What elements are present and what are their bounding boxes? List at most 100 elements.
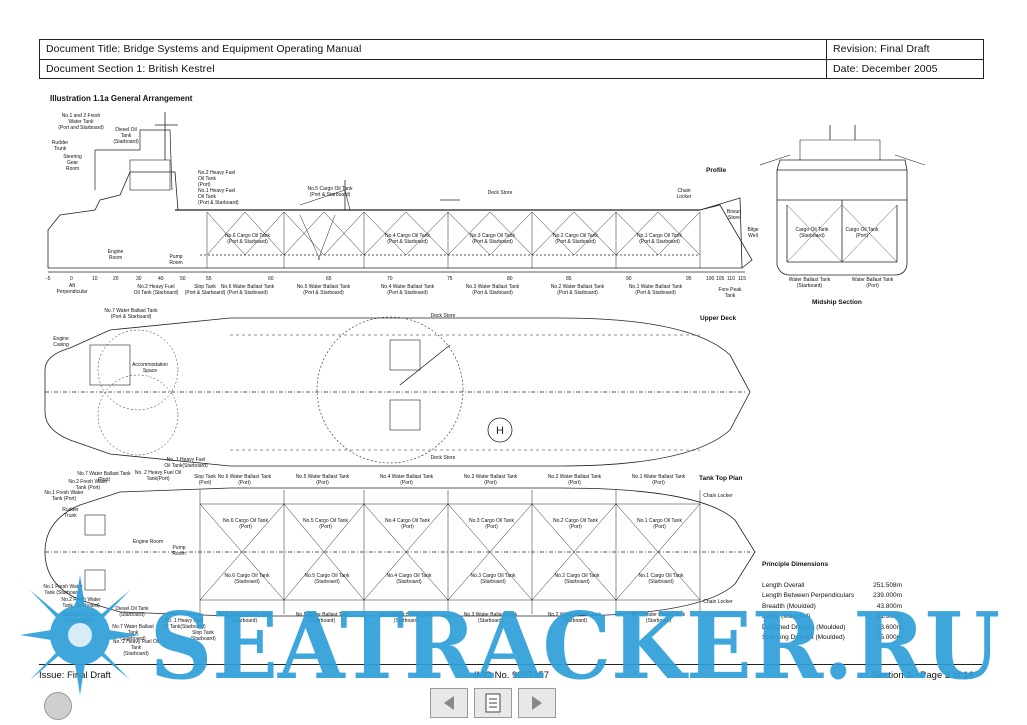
label-bilge-well: Bilge Well	[747, 227, 759, 239]
dimension-label: Depth (Moulded)	[762, 613, 811, 621]
label-hfo1-stbd-deck: No. 1 Heavy Fuel Oil Tank(Starboard)	[164, 457, 208, 469]
label-aft-perpendicular: Aft Perpendicular	[56, 283, 88, 295]
page-view-button[interactable]	[474, 688, 512, 718]
label-tt-chain-locker-bottom: Chain Locker	[703, 599, 733, 605]
label-engine-casing: Engine Casing	[53, 336, 69, 348]
dimension-value: 251.508m	[873, 582, 902, 589]
frame-number: 0	[70, 276, 73, 282]
label-tt-fw1-stbd: No.1 Fresh Water Tank (Starboard)	[43, 584, 83, 596]
header-left: Document Title: Bridge Systems and Equip…	[40, 40, 827, 78]
profile-title: Profile	[706, 167, 727, 174]
frame-number: 85	[566, 276, 572, 282]
frame-number: 80	[507, 276, 513, 282]
label-tt-cot1-port: No.1 Cargo Oil Tank (Port)	[637, 518, 682, 530]
label-tt-hfo2-stbd: No. 2 Heavy Fuel Oil Tank (Starboard)	[112, 639, 160, 657]
label-deck-store-lower: Deck Store	[430, 455, 456, 461]
dimension-value: 239.000m	[873, 592, 902, 600]
footer-page: Section 1 - Page 2 of 16	[872, 670, 974, 681]
dimension-label: Breadth (Moulded)	[762, 602, 816, 610]
footer-imo: IMO No. 9297357	[474, 670, 549, 681]
frame-number: 60	[268, 276, 274, 282]
frame-number: 65	[326, 276, 332, 282]
label-tt-slop-port: Slop Tank (Port)	[194, 474, 216, 486]
label-cargo-tank-5-top: No.5 Cargo Oil Tank (Port & Starboard)	[307, 186, 353, 198]
label-tt-cot4-stbd: No.4 Cargo Oil Tank (Starboard)	[386, 573, 432, 585]
upper-deck-view	[44, 316, 751, 467]
profile-view	[47, 112, 753, 273]
label-tt-wbt3-port: No.3 Water Ballast Tank (Port)	[463, 474, 518, 486]
label-tt-cot5-stbd: No.5 Cargo Oil Tank (Starboard)	[304, 573, 350, 585]
frame-number: 100	[706, 276, 715, 282]
dimension-value: 21.300m	[876, 613, 902, 621]
label-midship-cot-stbd: Cargo Oil Tank (Starboard)	[795, 227, 829, 239]
next-page-button[interactable]	[518, 688, 556, 718]
label-diesel-oil-tank: Diesel Oil Tank (Starboard)	[113, 127, 139, 145]
label-tt-rudder-trunk: Rudder Trunk	[62, 507, 79, 519]
label-steering-gear-room: Steering Gear Room	[63, 154, 82, 172]
label-cargo-tank-3: No.3 Cargo Oil Tank (Port & Starboard)	[470, 233, 515, 245]
label-tt-engine-room: Engine Room	[132, 539, 164, 545]
label-hfo2-stbd: No.2 Heavy Fuel Oil Tank (Starboard)	[133, 284, 179, 296]
label-wb-tank-3: No.3 Water Ballast Tank (Port & Starboar…	[465, 284, 520, 296]
revision: Revision: Final Draft	[827, 40, 983, 60]
label-tt-fw2-port: No.2 Fresh Water Tank (Port)	[68, 479, 108, 491]
label-hfo1: No.1 Heavy Fuel Oil Tank (Port & Starboa…	[198, 188, 239, 206]
footer-issue: Issue: Final Draft	[39, 670, 111, 681]
dimension-label: Scantling Draught (Moulded)	[762, 633, 845, 641]
label-tt-cot5-port: No.5 Cargo Oil Tank (Port)	[303, 518, 348, 530]
document-title: Document Title: Bridge Systems and Equip…	[40, 40, 826, 60]
dimension-row: Breadth (Moulded)43.800m	[762, 602, 902, 612]
frame-number: 115	[738, 276, 746, 282]
frame-number: 90	[626, 276, 632, 282]
illustration-title: Illustration 1.1a General Arrangement	[50, 94, 193, 103]
label-cargo-tank-6: No.6 Cargo Oil Tank (Port & Starboard)	[225, 233, 270, 245]
label-cargo-tank-1: No.1 Cargo Oil Tank (Port & Starboard)	[637, 233, 682, 245]
frame-number: 20	[113, 276, 119, 282]
dimension-label: Designed Draught (Moulded)	[762, 623, 846, 631]
label-tt-cot2-stbd: No.2 Cargo Oil Tank (Starboard)	[554, 573, 600, 585]
frame-number: 10	[92, 276, 98, 282]
label-pump-room: Pump Room	[169, 254, 183, 266]
label-cargo-tank-4: No.4 Cargo Oil Tank (Port & Starboard)	[385, 233, 430, 245]
label-wb-tank-5: No.5 Water Ballast Tank (Port & Starboar…	[296, 284, 351, 296]
label-tt-pump-room: Pump Room	[172, 545, 186, 557]
label-tt-emergency-fire-pump: Emergency Fire Pump Space	[62, 612, 98, 624]
dimension-value: 15.000m	[876, 633, 902, 641]
document-section: Document Section 1: British Kestrel	[46, 63, 215, 75]
triangle-right-icon	[532, 696, 542, 710]
label-tt-diesel-oil-stbd: Diesel Oil Tank (Starboard)	[115, 606, 149, 618]
label-deck-store-upper: Deck Store	[430, 313, 456, 319]
label-chain-locker: Chain Locker	[676, 188, 692, 200]
tank-top-plan-view	[44, 487, 756, 617]
label-wb-tank-6: No.6 Water Ballast Tank (Port & Starboar…	[220, 284, 275, 296]
midship-section-view	[759, 125, 926, 276]
frame-number: -5	[46, 276, 51, 282]
header-right: Revision: Final Draft Date: December 200…	[827, 40, 983, 78]
label-tt-cot3-port: No.3 Cargo Oil Tank (Port)	[469, 518, 514, 530]
frame-number: 40	[158, 276, 164, 282]
triangle-left-icon	[444, 696, 454, 710]
label-wb-tank-2: No.2 Water Ballast Tank (Port & Starboar…	[550, 284, 605, 296]
frame-number: 30	[136, 276, 142, 282]
label-tt-cot6-stbd: No.6 Cargo Oil Tank (Starboard)	[224, 573, 270, 585]
label-tt-wbt2-stbd: No.2 Water Ballast Tank (Starboard)	[547, 612, 602, 624]
label-hfo2-port: No.2 Heavy Fuel Oil Tank (Port)	[198, 170, 236, 188]
previous-page-button[interactable]	[430, 688, 468, 718]
viewer-menu-button[interactable]	[44, 692, 72, 720]
label-midship-cot-port: Cargo Oil Tank (Port)	[845, 227, 879, 239]
label-fresh-water-tanks: No.1 and 2 Fresh Water Tank (Port and St…	[58, 113, 104, 131]
label-slop-tank: Slop Tank (Port & Starboard)	[184, 284, 226, 296]
tank-top-title: Tank Top Plan	[699, 475, 743, 482]
frame-number: 110	[727, 276, 735, 282]
frame-number: 105	[716, 276, 725, 282]
dimension-label: Length Between Perpendiculars	[762, 592, 855, 600]
label-engine-room: Engine Room	[107, 249, 124, 261]
label-tt-wbt6-stbd: No.6 Water Ballast Tank (Starboard)	[217, 612, 272, 624]
label-tt-cot3-stbd: No.3 Cargo Oil Tank (Starboard)	[470, 573, 516, 585]
label-midship-wbt-port: Water Ballast Tank (Port)	[851, 277, 894, 289]
label-tt-wbt1-port: No.1 Water Ballast Tank (Port)	[631, 474, 686, 486]
label-tt-wbt2-port: No.2 Water Ballast Tank (Port)	[547, 474, 602, 486]
midship-title: Midship Section	[812, 299, 862, 306]
